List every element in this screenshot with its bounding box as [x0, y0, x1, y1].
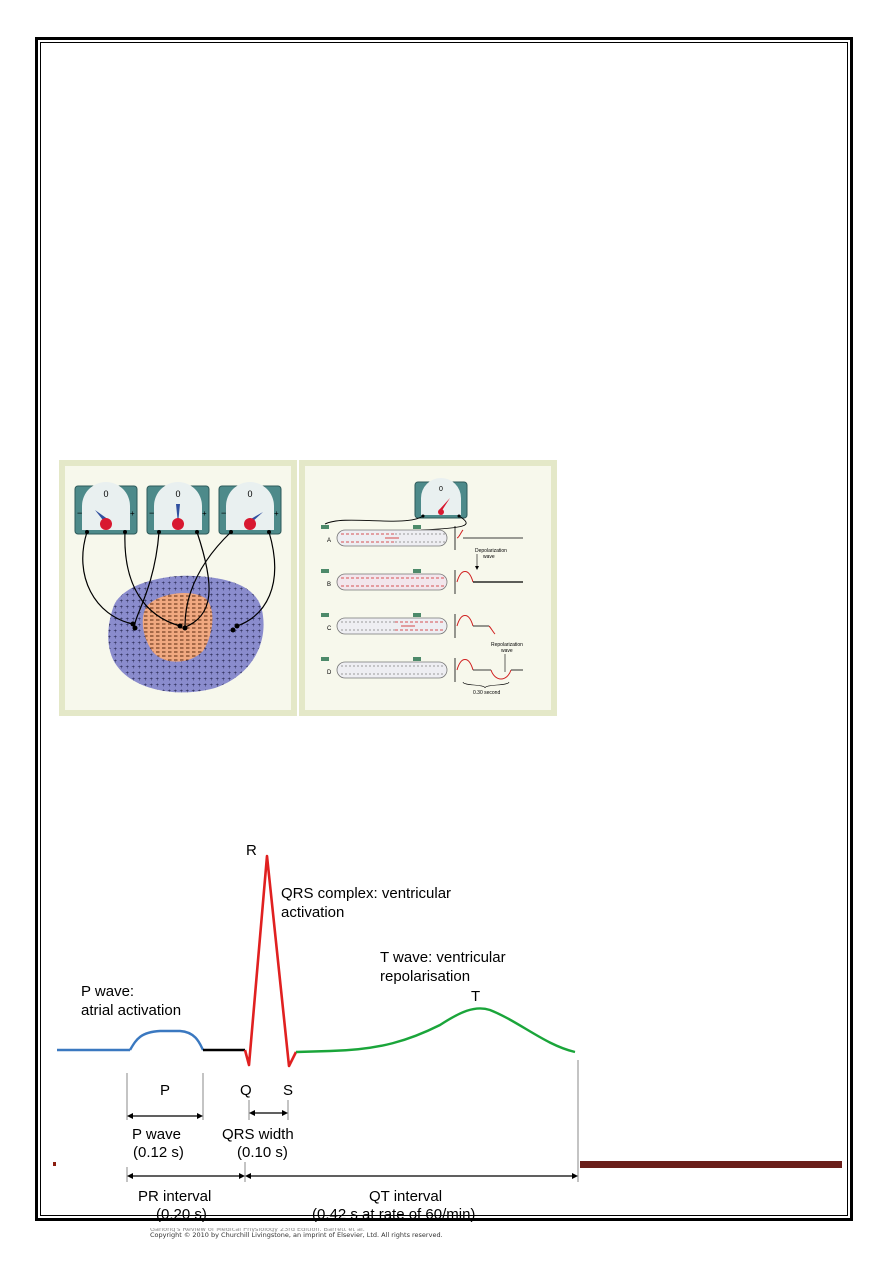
svg-text:−: − — [221, 508, 226, 518]
figure-meters-on-tissue: + 0 − + 0 − + — [59, 460, 297, 716]
repolarization-label: Repolarization — [491, 642, 523, 648]
svg-text:B: B — [327, 582, 331, 588]
footer-bar — [580, 1161, 842, 1168]
fiber-row-a: A — [321, 525, 523, 550]
svg-text:+: + — [130, 509, 135, 518]
electrode-leads — [82, 531, 276, 629]
copyright-notice: Ganong's Review of Medical Physiology 23… — [150, 1228, 443, 1239]
figure-fiber-recording-svg: 0 A B — [321, 478, 523, 696]
meter-3: 0 − + — [218, 482, 282, 535]
figure-fiber-recording: 0 A B — [299, 460, 557, 716]
depolarization-label: Depolarization — [475, 548, 507, 554]
svg-text:−: − — [77, 508, 82, 518]
meter-zero-label: 0 — [103, 489, 108, 499]
svg-text:C: C — [327, 626, 332, 632]
page-border-outer — [35, 37, 853, 1221]
svg-text:D: D — [327, 670, 332, 676]
fiber-row-d: D Repolarization wave 0.30 second — [321, 642, 523, 696]
fiber-meter: 0 — [414, 478, 468, 519]
svg-text:0: 0 — [175, 489, 180, 499]
copyright-text: Copyright © 2010 by Churchill Livingston… — [150, 1231, 443, 1239]
figure-meters-on-tissue-svg: + 0 − + 0 − + — [74, 482, 282, 693]
svg-text:−: − — [149, 508, 154, 518]
page-border-inner — [40, 42, 848, 1216]
meter-1: 0 − + — [74, 482, 138, 535]
fiber-row-b: B Depolarization wave — [321, 548, 523, 594]
svg-text:+: + — [274, 509, 279, 518]
svg-text:+: + — [202, 509, 207, 518]
copyright-source: Ganong's Review of Medical Physiology 23… — [150, 1228, 365, 1232]
row-letter: A — [327, 538, 331, 544]
footer-marker — [53, 1162, 56, 1166]
svg-text:0: 0 — [439, 486, 443, 493]
duration-label: 0.30 second — [473, 690, 500, 696]
fiber-row-c: C — [321, 613, 496, 638]
svg-text:wave: wave — [483, 554, 495, 560]
meter-2: 0 − + — [146, 482, 210, 535]
svg-text:0: 0 — [247, 489, 252, 499]
svg-text:wave: wave — [501, 648, 513, 654]
